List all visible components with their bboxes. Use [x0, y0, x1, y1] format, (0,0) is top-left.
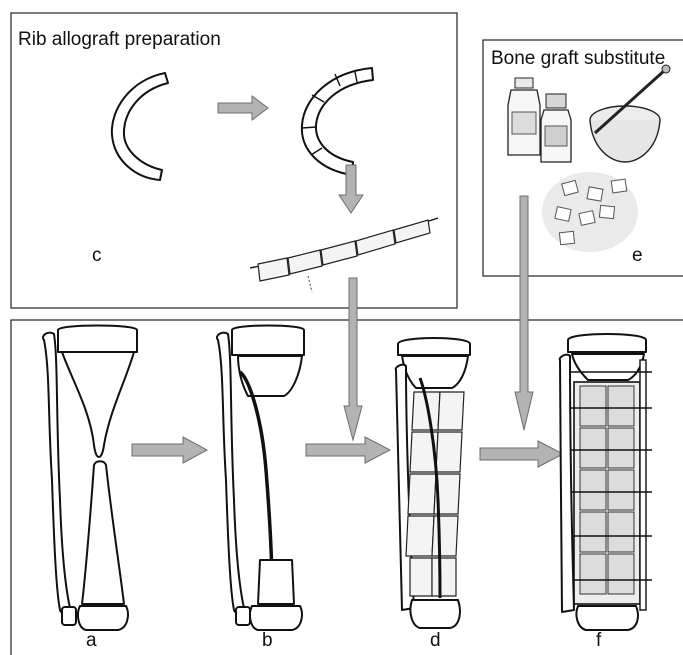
bone-b	[217, 326, 304, 631]
label-d: d	[430, 630, 441, 651]
bone-substitute-vials	[508, 78, 571, 162]
rib-panel-title: Rib allograft preparation	[18, 29, 221, 50]
bone-d	[396, 338, 470, 628]
arrow-d-to-f	[480, 441, 563, 467]
arrow-substitute-to-f	[515, 196, 533, 430]
whole-rib	[112, 73, 168, 180]
mixing-bowl	[590, 65, 670, 162]
substitute-panel-title: Bone graft substitute	[491, 48, 665, 69]
label-c: c	[92, 245, 102, 266]
label-f: f	[596, 630, 602, 651]
arrow-b-to-d	[306, 437, 390, 463]
rib-segment-chain	[250, 218, 438, 292]
label-e: e	[632, 245, 643, 266]
arrow-a-to-b	[132, 437, 207, 463]
rib-preparation-panel	[11, 13, 457, 308]
bone-f	[560, 334, 652, 630]
arrow-chain-to-d	[344, 278, 362, 440]
arrow-rib-to-segments	[218, 96, 268, 120]
bone-a	[43, 326, 137, 631]
granule-cluster	[542, 172, 638, 252]
label-b: b	[262, 630, 273, 651]
segmented-rib	[302, 68, 373, 175]
label-a: a	[86, 630, 97, 651]
